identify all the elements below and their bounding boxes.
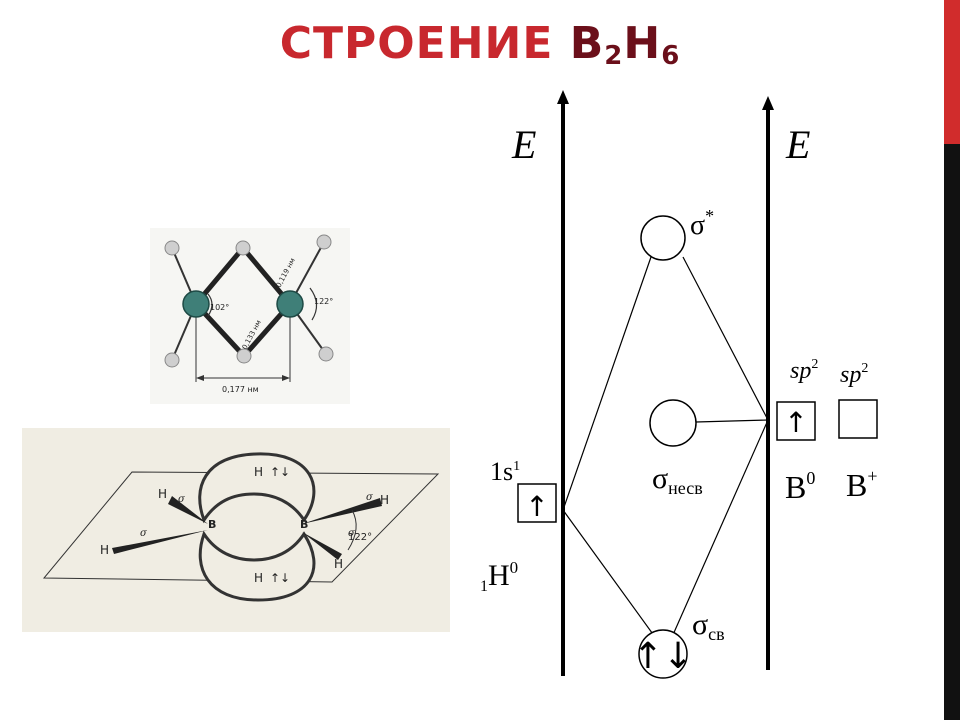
h-1s-electron: ↑ [525,490,548,523]
angle-arc-right [309,287,318,321]
sigma-bonding-electrons: ↑↓ [633,636,693,677]
angle-label-left: 102° [210,303,229,312]
wedge-b2-h-lower [302,532,342,560]
corr-h-sigma-star [562,256,652,511]
upper-bridge-orbital [198,452,316,524]
slide-title: СТРОЕНИЕ B2H6 [0,18,960,71]
sigma-nonbonding-label: σнесв [652,462,703,498]
sp2-label-right: sp2 [840,361,868,388]
formula-h: H [623,18,662,69]
energy-axis-right-arrow [762,96,774,110]
sigma-bonding-label: σсв [692,608,725,644]
corr-h-sigma-b [562,509,656,638]
energy-axis-left-arrow [557,90,569,104]
sigma-label-1: σ [178,494,186,505]
b-neutral-label: B0 [785,468,815,505]
boron-label-2: B [300,518,308,531]
corr-b-sigma-b [671,419,769,638]
b-sp2-electron: ↑ [784,406,807,439]
formula-h-sub: 6 [661,41,681,71]
mo-sigma-nonbonding [649,399,697,447]
sp2-label-left: sp2 [790,357,818,384]
sigma-label-2: σ [140,528,148,539]
mo-sigma-bonding [638,629,688,679]
angle-arc [347,509,357,551]
energy-label-right: E [785,122,810,167]
energy-label-left: E [511,122,536,167]
lower-bridge-orbital [198,530,316,602]
h-1s-label: 1s1 [490,457,520,486]
corr-b-sigma-star [682,256,769,421]
h-atom-label: 1H0 [480,558,518,595]
h-terminal-label-4: H [334,557,343,571]
boron-label-1: B [208,518,216,531]
edge-accent-black [944,144,960,720]
wedge-b1-h-upper [168,496,208,524]
ball-stick-svg: 102° 122° 0,119 нм 0,133 нм 0,177 нм [164,234,334,394]
angle-arc-left [207,293,213,317]
three-center-bond-svg: B B H H ↑↓ ↑↓ H H H H σ σ σ σ 122° [42,452,440,602]
h-terminal-2 [164,352,180,368]
h-terminal-3 [316,234,332,250]
sigma-star-label: σ* [690,206,714,241]
sigma-label-3: σ [366,492,374,503]
mo-energy-diagram: E E ↑↓ ↑ ↑ 1s1 1H0 σ* σнесв σсв sp2 sp2 … [480,90,878,679]
h-terminal-4 [318,346,334,362]
b-sp2-box-right [838,399,878,439]
edge-gap [940,0,944,720]
h-terminal-1 [164,240,180,256]
spin-pair-lower: ↑↓ [270,571,290,585]
angle-label: 122° [348,532,372,543]
corr-b-sigma-nb [695,419,769,423]
dimension-arrow-right [282,375,290,381]
wedge-b2-h-upper [302,498,382,524]
boron-atom-2 [276,290,304,318]
title-prefix: СТРОЕНИЕ [279,18,570,69]
dimension-arrow-left [196,375,204,381]
formula-b-sub: 2 [604,41,624,71]
b-sp2-box-left [776,401,816,441]
h-bridge-label-lower: H [254,571,263,585]
b-cation-label: B+ [846,466,878,503]
h-1s-orbital-box [517,483,557,523]
h-bridge-1 [235,240,251,256]
wedge-b1-h-lower [112,530,208,554]
boron-atom-1 [182,290,210,318]
angle-label-right: 122° [314,297,333,306]
h-bridge-label-upper: H [254,465,263,479]
bb-distance-label: 0,177 нм [222,385,259,394]
h-terminal-label-1: H [158,487,167,501]
h-terminal-label-2: H [100,543,109,557]
spin-pair-upper: ↑↓ [270,465,290,479]
mo-sigma-star [640,215,686,261]
diborane-ball-stick-figure: 102° 122° 0,119 нм 0,133 нм 0,177 нм [150,228,350,404]
h-terminal-label-3: H [380,493,389,507]
molecular-plane [42,471,440,583]
h-bridge-2 [236,348,252,364]
sigma-label-4: σ [348,528,356,539]
title-formula: B2H6 [569,18,681,71]
formula-b: B [569,18,605,69]
three-center-bond-figure: B B H H ↑↓ ↑↓ H H H H σ σ σ σ 122° [22,428,450,632]
edge-accent-red [944,0,960,144]
